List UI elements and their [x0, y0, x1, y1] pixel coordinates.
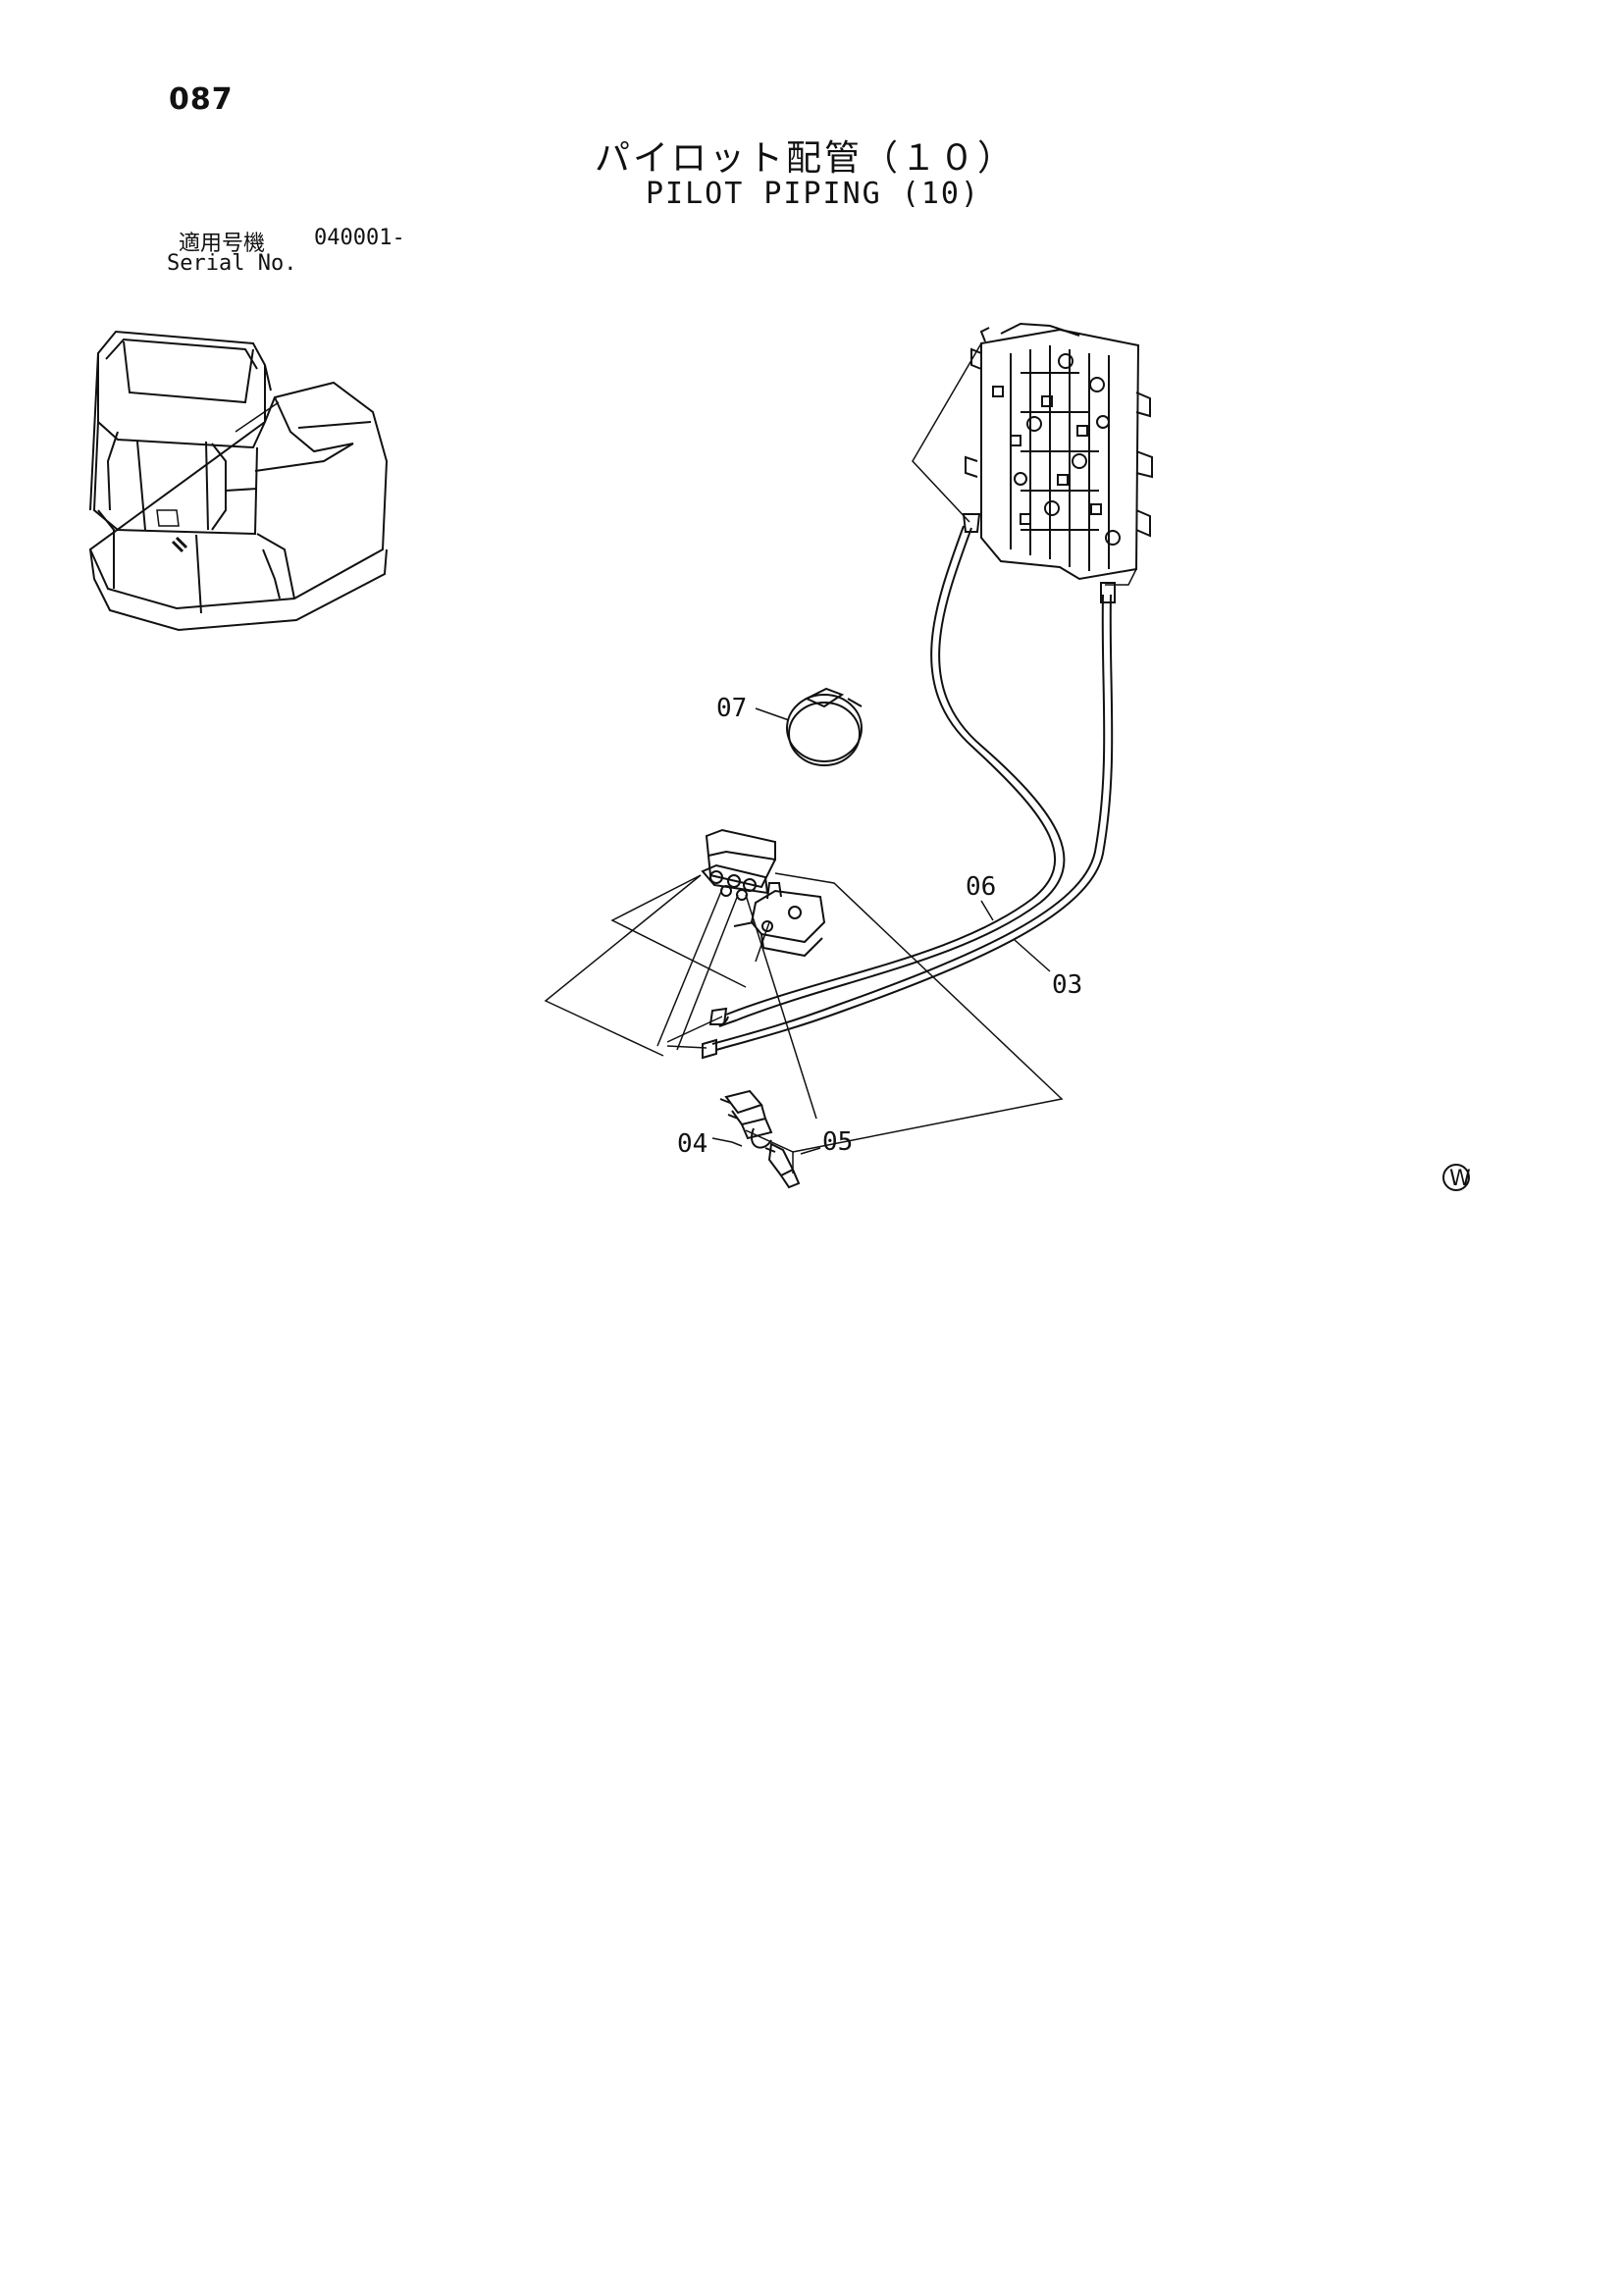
serial-label-japanese: 適用号機: [179, 232, 266, 256]
part-label-04: 04: [677, 1129, 707, 1159]
mark-w-symbol: W: [1449, 1167, 1471, 1191]
part-label-03: 03: [1052, 970, 1082, 1000]
control-valve-assembly: [965, 322, 1153, 581]
pilot-hose-03: [711, 582, 1116, 1051]
part-label-06: 06: [966, 872, 996, 902]
part-label-05: 05: [822, 1127, 853, 1157]
connector-block: [701, 828, 776, 901]
serial-label-english: Serial No.: [167, 251, 297, 276]
machine-overview-illustration: [88, 330, 389, 632]
page-title-japanese: パイロット配管（１０）: [595, 138, 1017, 179]
hose-clamp-07: [786, 687, 863, 766]
fitting-05: [764, 1142, 801, 1189]
part-label-07: 07: [716, 694, 747, 723]
page-title-english: PILOT PIPING (10): [646, 177, 981, 211]
page-number: 087: [169, 82, 234, 117]
pilot-hose-06: [718, 513, 1066, 1027]
serial-number-value: 040001-: [314, 226, 405, 250]
